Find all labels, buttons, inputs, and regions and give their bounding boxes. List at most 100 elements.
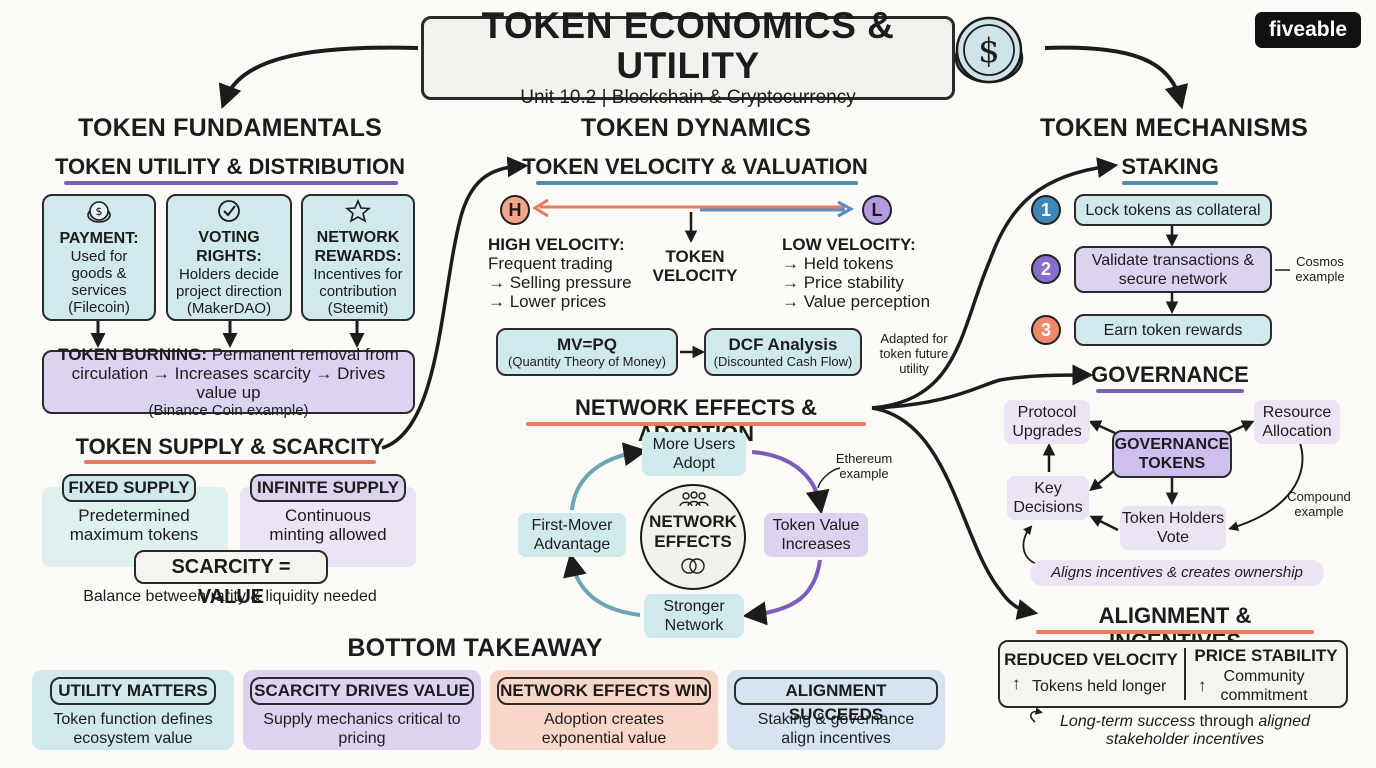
fixed-supply-title: FIXED SUPPLY [62, 474, 196, 502]
compound-note: Compound example [1287, 489, 1351, 519]
mvpq-title: MV=PQ [557, 335, 617, 354]
gov-key-decisions: Key Decisions [1007, 476, 1089, 520]
people-icon [676, 490, 712, 513]
coin-icon: $ [86, 200, 112, 229]
velocity-heading: TOKEN VELOCITY & VALUATION [522, 154, 868, 179]
low-velocity-badge: L [862, 195, 892, 225]
high-velocity-badge: H [500, 195, 530, 225]
svg-text:$: $ [96, 205, 103, 218]
takeaway-scarcity-title: SCARCITY DRIVES VALUE [250, 677, 474, 705]
gov-holders-vote: Token Holders Vote [1120, 506, 1226, 550]
high-velocity-line: Frequent trading [488, 254, 613, 273]
aligns-incentives-note: Aligns incentives & creates ownership [1030, 560, 1324, 586]
cycle-token-value: Token Value Increases [764, 513, 868, 557]
utility-heading: TOKEN UTILITY & DISTRIBUTION [55, 154, 405, 179]
supply-underline [84, 460, 376, 464]
token-burning-box: TOKEN BURNING: Permanent removal from ci… [42, 345, 415, 419]
token-velocity-label: TOKEN VELOCITY [652, 247, 738, 285]
ethereum-note: Ethereum example [835, 451, 893, 481]
high-velocity-title: HIGH VELOCITY: [488, 235, 625, 254]
alignment-panel [998, 640, 1348, 708]
stability-up-arrow-icon: ↑ [1198, 676, 1207, 695]
step-3-box: Earn token rewards [1074, 314, 1272, 346]
fundamentals-heading: TOKEN FUNDAMENTALS [77, 114, 383, 142]
price-stability-body: Community commitment [1220, 668, 1308, 704]
low-velocity-line: → Price stability [782, 273, 904, 292]
rewards-title: NETWORK REWARDS: [314, 228, 402, 265]
voting-example: (MakerDAO) [186, 299, 272, 317]
takeaway-heading: BOTTOM TAKEAWAY [347, 634, 603, 662]
takeaway-scarcity-body: Supply mechanics critical to pricing [263, 711, 461, 747]
gov-resource-allocation: Resource Allocation [1254, 400, 1340, 444]
voting-card: VOTING RIGHTS: Holders decide project di… [166, 194, 292, 321]
takeaway-network-body: Adoption creates exponential value [541, 711, 667, 747]
page-title: TOKEN ECONOMICS & UTILITY [481, 5, 895, 86]
alignment-divider [1184, 648, 1186, 700]
voting-body: Holders decide project direction [176, 265, 282, 300]
governance-underline [1096, 389, 1244, 393]
rewards-example: (Steemit) [327, 299, 389, 317]
mvpq-box: MV=PQ (Quantity Theory of Money) [496, 328, 678, 376]
price-stability-title: PRICE STABILITY [1194, 646, 1338, 665]
infinite-supply-title: INFINITE SUPPLY [250, 474, 406, 502]
burning-title: TOKEN BURNING: [58, 345, 208, 364]
linked-rings-icon [679, 556, 707, 581]
mechanisms-heading: TOKEN MECHANISMS [1039, 114, 1309, 142]
scarcity-value-box: SCARCITY = VALUE [134, 550, 328, 608]
gov-tokens-box: GOVERNANCE TOKENS [1112, 430, 1232, 478]
payment-body: Used for goods & services [70, 247, 128, 299]
step-1-badge: 1 [1031, 195, 1061, 225]
voting-title: VOTING RIGHTS: [196, 228, 262, 265]
low-velocity-line: → Held tokens [782, 254, 894, 273]
dcf-sub: (Discounted Cash Flow) [713, 354, 853, 369]
dcf-box: DCF Analysis (Discounted Cash Flow) [704, 328, 862, 376]
infinite-supply-body: Continuous minting allowed [269, 506, 387, 544]
velocity-underline [536, 181, 858, 185]
reduced-velocity-body: Tokens held longer [1032, 678, 1167, 695]
step-2-box: Validate transactions & secure network [1074, 246, 1272, 293]
longterm-note: Long-term success through aligned stakeh… [1040, 713, 1330, 749]
payment-title: PAYMENT: [59, 229, 139, 247]
star-icon [344, 198, 372, 228]
takeaway-alignment-body: Staking & governance align incentives [757, 711, 915, 747]
takeaway-utility-body: Token function defines ecosystem value [53, 711, 213, 747]
takeaway-network-title: NETWORK EFFECTS WIN [497, 677, 711, 705]
takeaway-alignment-title: ALIGNMENT SUCCEEDS [734, 677, 938, 724]
step-1-box: Lock tokens as collateral [1074, 194, 1272, 226]
takeaway-utility-title: UTILITY MATTERS [50, 677, 216, 705]
supply-heading: TOKEN SUPPLY & SCARCITY [75, 434, 385, 459]
title-banner: TOKEN ECONOMICS & UTILITY Unit 10.2 | Bl… [421, 6, 955, 108]
burning-example: (Binance Coin example) [148, 402, 309, 419]
utility-underline [64, 181, 398, 185]
low-velocity-title: LOW VELOCITY: [782, 235, 916, 254]
high-velocity-line: → Lower prices [488, 292, 607, 311]
reduced-velocity-title: REDUCED VELOCITY [1004, 650, 1178, 669]
cycle-first-mover: First-Mover Advantage [518, 513, 626, 557]
cycle-more-users: More Users Adopt [642, 432, 746, 476]
staking-underline [1122, 181, 1218, 185]
step-2-badge: 2 [1031, 254, 1061, 284]
longterm-mid: through [1195, 713, 1259, 730]
dynamics-heading: TOKEN DYNAMICS [580, 114, 812, 142]
staking-heading: STAKING [1121, 154, 1219, 179]
mvpq-sub: (Quantity Theory of Money) [508, 354, 666, 369]
longterm-pre: Long-term success [1060, 713, 1196, 730]
high-velocity-block: HIGH VELOCITY: Frequent trading → Sellin… [488, 235, 658, 311]
rewards-body: Incentives for contribution [313, 265, 403, 300]
step-3-badge: 3 [1031, 315, 1061, 345]
svg-text:$: $ [978, 31, 1000, 71]
burning-text: Permanent removal from circulation → Inc… [71, 345, 399, 402]
checkmark-icon [216, 199, 242, 228]
balance-note: Balance between rarity & liquidity neede… [83, 588, 377, 605]
cycle-stronger-network: Stronger Network [644, 594, 744, 638]
governance-heading: GOVERNANCE [1091, 362, 1249, 387]
low-velocity-block: LOW VELOCITY: → Held tokens → Price stab… [782, 235, 942, 311]
rewards-card: NETWORK REWARDS: Incentives for contribu… [301, 194, 415, 321]
payment-example: (Filecoin) [68, 298, 130, 316]
network-underline [526, 422, 866, 426]
high-velocity-line: → Selling pressure [488, 273, 632, 292]
alignment-underline [1036, 630, 1314, 634]
network-effects-label: NETWORK EFFECTS [649, 512, 737, 551]
dcf-title: DCF Analysis [728, 335, 838, 354]
longterm-post: aligned stakeholder incentives [1105, 713, 1310, 748]
